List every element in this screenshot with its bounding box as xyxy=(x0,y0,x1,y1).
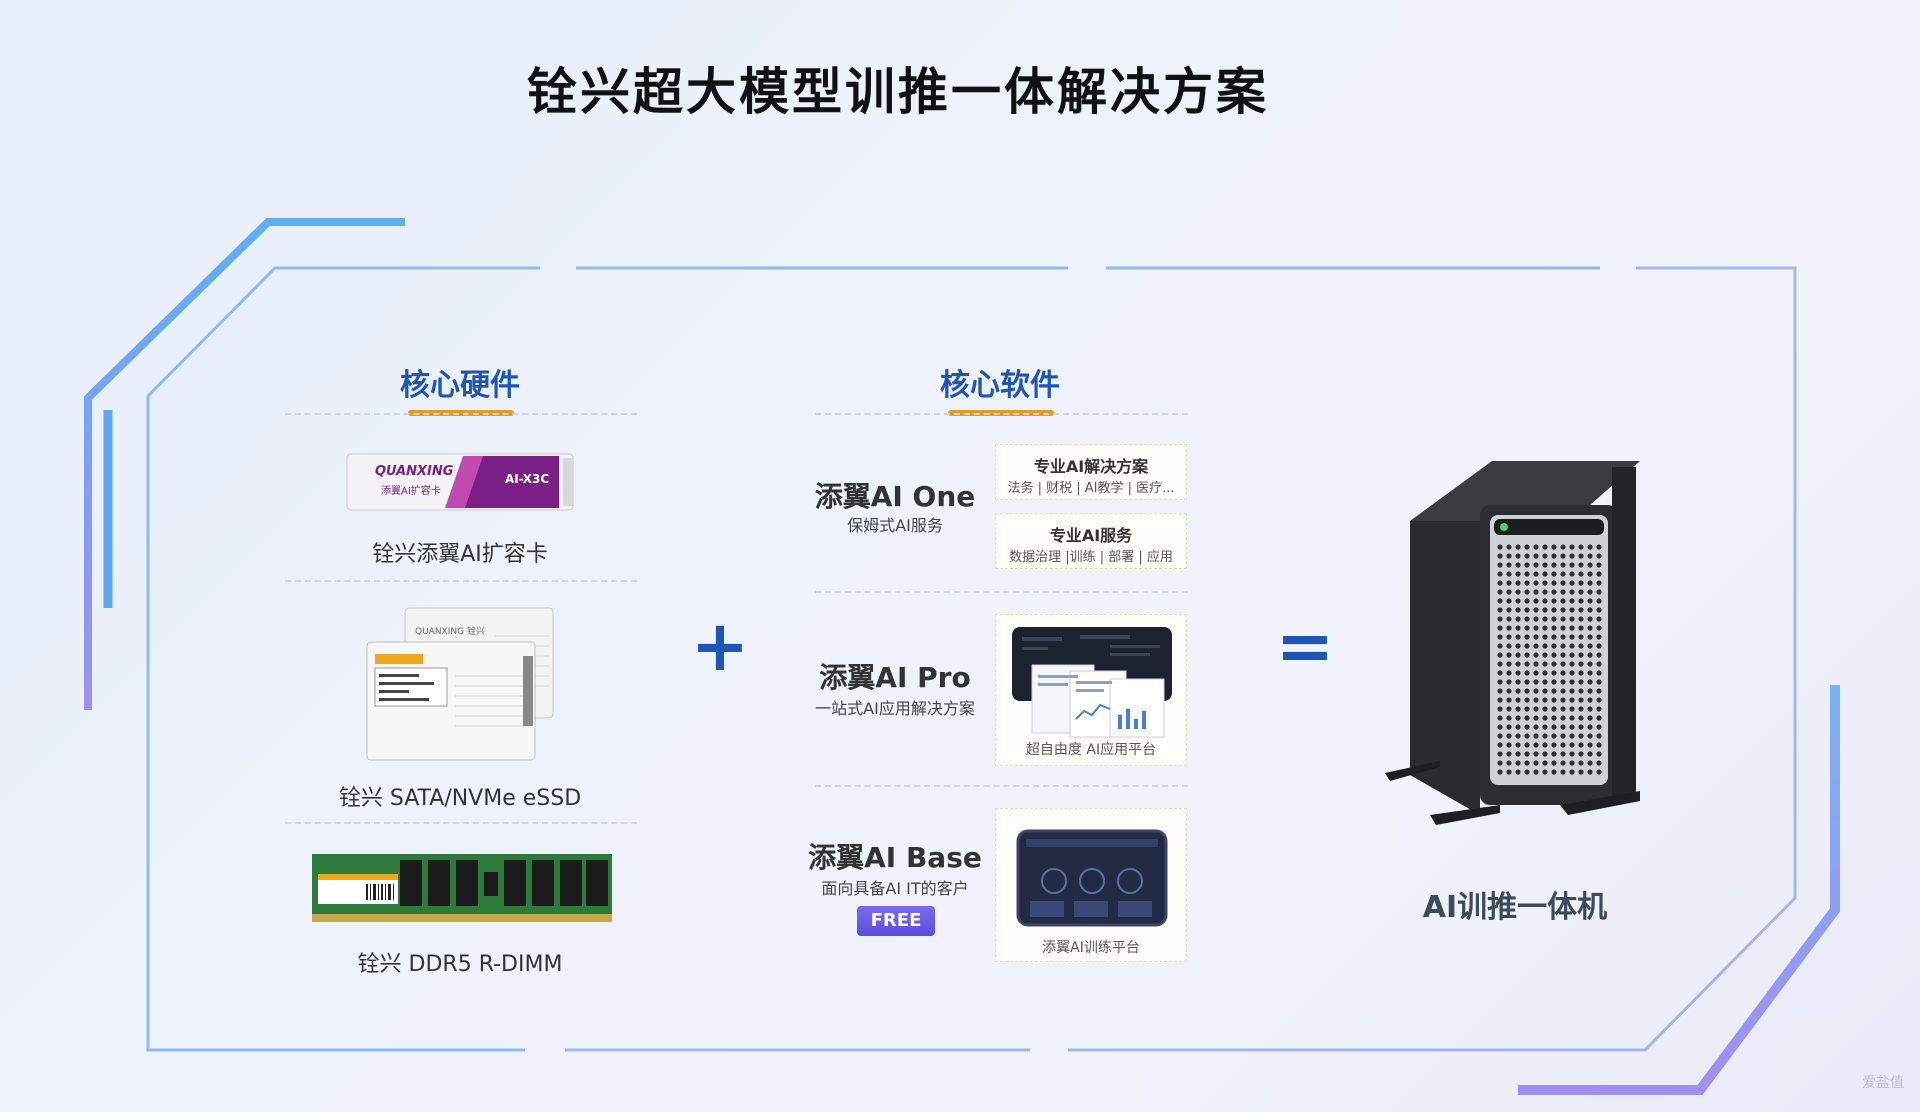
card-ai-pro-platform: 超自由度 AI应用平台 xyxy=(995,614,1187,766)
hardware-caption-expansion-card: 铨兴添翼AI扩容卡 xyxy=(372,542,548,567)
equals-sign: = xyxy=(1275,605,1335,687)
divider xyxy=(285,580,637,582)
software-heading: 核心软件 xyxy=(940,368,1060,403)
page-title: 铨兴超大模型训推一体解决方案 xyxy=(527,63,1269,121)
product-name-ai-one: 添翼AI One xyxy=(814,480,976,513)
card-model: AI-X3C xyxy=(505,472,550,486)
card-professional-ai-service: 专业AI服务 数据治理 |训练 | 部署 | 应用 xyxy=(995,513,1187,569)
watermark: 爱盐值 xyxy=(1862,1075,1904,1091)
ai-server-image xyxy=(1380,455,1650,840)
card-ai-training-platform: 添翼AI训练平台 xyxy=(995,808,1187,962)
machine-caption: AI训推一体机 xyxy=(1422,890,1608,925)
card-subtitle: 法务 | 财税 | AI教学 | 医疗... xyxy=(1007,481,1175,496)
free-badge: FREE xyxy=(857,906,935,936)
divider xyxy=(285,822,637,824)
divider xyxy=(285,413,637,415)
card-subtitle: 添翼AI扩容卡 xyxy=(381,486,441,497)
hardware-caption-rdimm: 铨兴 DDR5 R-DIMM xyxy=(357,952,563,977)
card-caption-ai-base: 添翼AI训练平台 xyxy=(1042,940,1140,956)
plus-sign: + xyxy=(690,605,750,687)
product-name-ai-base: 添翼AI Base xyxy=(808,841,982,874)
platform-screenshot xyxy=(1012,627,1172,738)
card-subtitle: 数据治理 |训练 | 部署 | 应用 xyxy=(1009,550,1173,565)
divider xyxy=(815,413,1188,415)
card-title: 专业AI服务 xyxy=(1049,526,1133,545)
divider xyxy=(815,591,1188,593)
hardware-caption-essd: 铨兴 SATA/NVMe eSSD xyxy=(338,786,582,811)
training-platform-screenshot xyxy=(1016,829,1168,927)
ddr5-rdimm-image xyxy=(310,852,615,926)
hardware-heading: 核心硬件 xyxy=(400,368,520,403)
ssd-brand: QUANXING 铨兴 xyxy=(415,627,485,637)
card-caption-ai-pro: 超自由度 AI应用平台 xyxy=(1025,742,1157,758)
product-subtitle-ai-base: 面向具备AI IT的客户 xyxy=(821,879,969,898)
ai-expansion-card-image: QUANXING 添翼AI扩容卡 AI-X3C xyxy=(345,450,575,514)
essd-image: QUANXING 铨兴 xyxy=(365,606,560,762)
card-professional-ai-solution: 专业AI解决方案 法务 | 财税 | AI教学 | 医疗... xyxy=(995,444,1187,500)
divider xyxy=(815,785,1188,787)
card-brand: QUANXING xyxy=(375,464,454,479)
product-subtitle-ai-one: 保姆式AI服务 xyxy=(847,516,943,535)
product-subtitle-ai-pro: 一站式AI应用解决方案 xyxy=(815,699,975,718)
product-name-ai-pro: 添翼AI Pro xyxy=(819,661,971,694)
card-title: 专业AI解决方案 xyxy=(1033,457,1149,476)
